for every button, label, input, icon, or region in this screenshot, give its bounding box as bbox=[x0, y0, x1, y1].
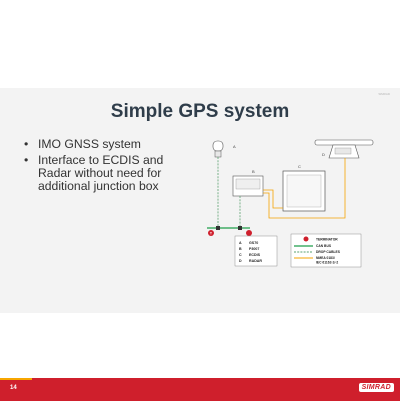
page-number: 14 bbox=[10, 385, 17, 391]
terminator-marker: T bbox=[210, 232, 213, 236]
bullet-dot-icon: • bbox=[24, 137, 29, 151]
bullet-list: • IMO GNSS system • Interface to ECDIS a… bbox=[22, 138, 178, 196]
device-name: GS70 bbox=[249, 241, 258, 245]
label-b: B bbox=[252, 169, 255, 174]
footer-bar: 14 SIMRAD bbox=[0, 378, 400, 401]
device-key: A bbox=[239, 241, 242, 245]
device-name: RADAR bbox=[249, 259, 262, 263]
device-name: P3007 bbox=[249, 247, 259, 251]
bullet-text: IMO GNSS system bbox=[38, 137, 141, 151]
bullet-dot-icon: • bbox=[24, 153, 29, 167]
legend-drop-cables: DROP CABLES bbox=[316, 250, 341, 254]
device-key: B bbox=[239, 247, 242, 251]
legend-terminator: TERMINATOR bbox=[316, 238, 338, 242]
legend-nmea: NMEA 0183/ bbox=[316, 256, 335, 260]
bullet-item: • Interface to ECDIS and Radar without n… bbox=[22, 154, 178, 193]
system-diagram: A B C D T bbox=[207, 139, 374, 268]
terminator-icon bbox=[246, 230, 252, 236]
slide: SIMRAD Simple GPS system • IMO GNSS syst… bbox=[0, 88, 400, 401]
device-key: C bbox=[239, 253, 242, 257]
bullet-text: Interface to ECDIS and Radar without nee… bbox=[38, 153, 164, 193]
logo-text: SIMRAD bbox=[361, 384, 391, 391]
label-a: A bbox=[233, 144, 236, 149]
page-accent-line bbox=[0, 378, 32, 380]
ecdis-display-icon bbox=[282, 170, 326, 212]
device-list: A GS70 B P3007 C ECDIS D RADAR bbox=[234, 235, 278, 267]
legend-nmea-iec: IEC 61162-1/-2 bbox=[316, 261, 338, 265]
controller-unit-icon bbox=[232, 175, 264, 197]
simrad-logo: SIMRAD bbox=[358, 383, 394, 392]
gps-antenna-icon bbox=[212, 140, 224, 158]
legend-can-bus: CAN BUS bbox=[316, 244, 332, 248]
terminator-icon bbox=[303, 236, 309, 242]
radar-antenna-icon bbox=[314, 139, 374, 159]
device-name: ECDIS bbox=[249, 253, 261, 257]
label-c: C bbox=[298, 164, 301, 169]
device-key: D bbox=[239, 259, 242, 263]
terminator-icon bbox=[208, 230, 214, 236]
cable-legend: TERMINATOR CAN BUS DROP CABLES NMEA 0183… bbox=[290, 233, 362, 268]
tee-connector-icon bbox=[238, 226, 242, 230]
brand-mark-small: SIMRAD bbox=[378, 92, 390, 96]
nmea-cable-line bbox=[263, 189, 283, 209]
slide-title: Simple GPS system bbox=[110, 101, 290, 122]
label-d: D bbox=[322, 152, 325, 157]
nmea-cable-line bbox=[263, 158, 346, 219]
tee-connector-icon bbox=[216, 226, 220, 230]
bullet-item: • IMO GNSS system bbox=[22, 138, 178, 151]
